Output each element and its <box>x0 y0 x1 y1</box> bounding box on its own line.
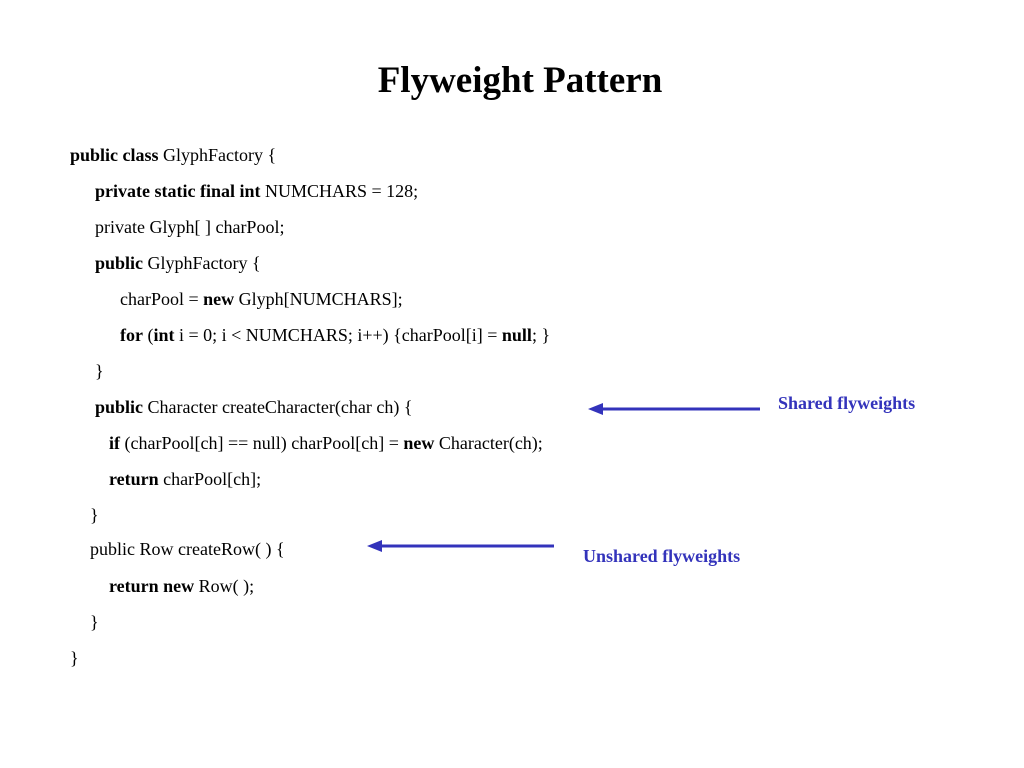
code-text: public Row createRow( ) { <box>90 539 285 559</box>
code-text: } <box>90 612 99 632</box>
shared-flyweights-label: Shared flyweights <box>778 393 916 413</box>
code-keyword: null <box>501 325 532 345</box>
code-keyword: public <box>95 397 144 417</box>
code-keyword: return <box>109 469 159 489</box>
code-keyword: new <box>403 433 435 453</box>
code-line-10: return charPool[ch]; <box>109 468 261 490</box>
code-text: } <box>90 505 99 525</box>
code-line-3: private Glyph[ ] charPool; <box>95 216 284 238</box>
code-keyword: public <box>95 253 144 273</box>
code-line-7: } <box>95 360 104 382</box>
code-line-6: for (int i = 0; i < NUMCHARS; i++) {char… <box>120 324 550 346</box>
code-text: } <box>95 361 104 381</box>
code-keyword: public class <box>70 145 159 165</box>
code-text: private Glyph[ ] charPool; <box>95 217 285 237</box>
code-line-11: } <box>90 504 99 526</box>
code-line-1: public class GlyphFactory { <box>70 144 276 166</box>
code-keyword: private static final int <box>95 181 261 201</box>
code-text: Character createCharacter(char ch) { <box>143 397 413 417</box>
unshared-flyweights-label: Unshared flyweights <box>583 546 741 566</box>
code-line-2: private static final int NUMCHARS = 128; <box>95 180 418 202</box>
code-line-4: public GlyphFactory { <box>95 252 261 274</box>
code-text: ; } <box>531 325 551 345</box>
code-text: NUMCHARS = 128; <box>260 181 419 201</box>
code-keyword: for <box>120 325 143 345</box>
code-text: GlyphFactory { <box>143 253 261 273</box>
code-keyword: int <box>153 325 175 345</box>
code-line-5: charPool = new Glyph[NUMCHARS]; <box>120 288 403 310</box>
code-text: Character(ch); <box>434 433 543 453</box>
code-keyword: return new <box>109 576 195 596</box>
slide-title: Flyweight Pattern <box>377 60 663 101</box>
code-text: i = 0; i < NUMCHARS; i++) {charPool[i] = <box>174 325 502 345</box>
code-text: (charPool[ch] == null) charPool[ch] = <box>120 433 404 453</box>
code-text: charPool[ch]; <box>158 469 262 489</box>
code-text: GlyphFactory { <box>158 145 277 165</box>
code-line-15: } <box>70 647 79 669</box>
code-keyword: new <box>203 289 235 309</box>
code-line-12: public Row createRow( ) { <box>90 538 285 560</box>
code-line-14: } <box>90 611 99 633</box>
code-text: charPool = <box>120 289 204 309</box>
code-keyword: if <box>109 433 120 453</box>
code-text: } <box>70 648 79 668</box>
code-text: Glyph[NUMCHARS]; <box>234 289 403 309</box>
code-line-8: public Character createCharacter(char ch… <box>95 396 412 418</box>
code-line-13: return new Row( ); <box>109 575 254 597</box>
code-text: Row( ); <box>194 576 255 596</box>
code-line-9: if (charPool[ch] == null) charPool[ch] =… <box>109 432 543 454</box>
code-text: ( <box>142 325 154 345</box>
